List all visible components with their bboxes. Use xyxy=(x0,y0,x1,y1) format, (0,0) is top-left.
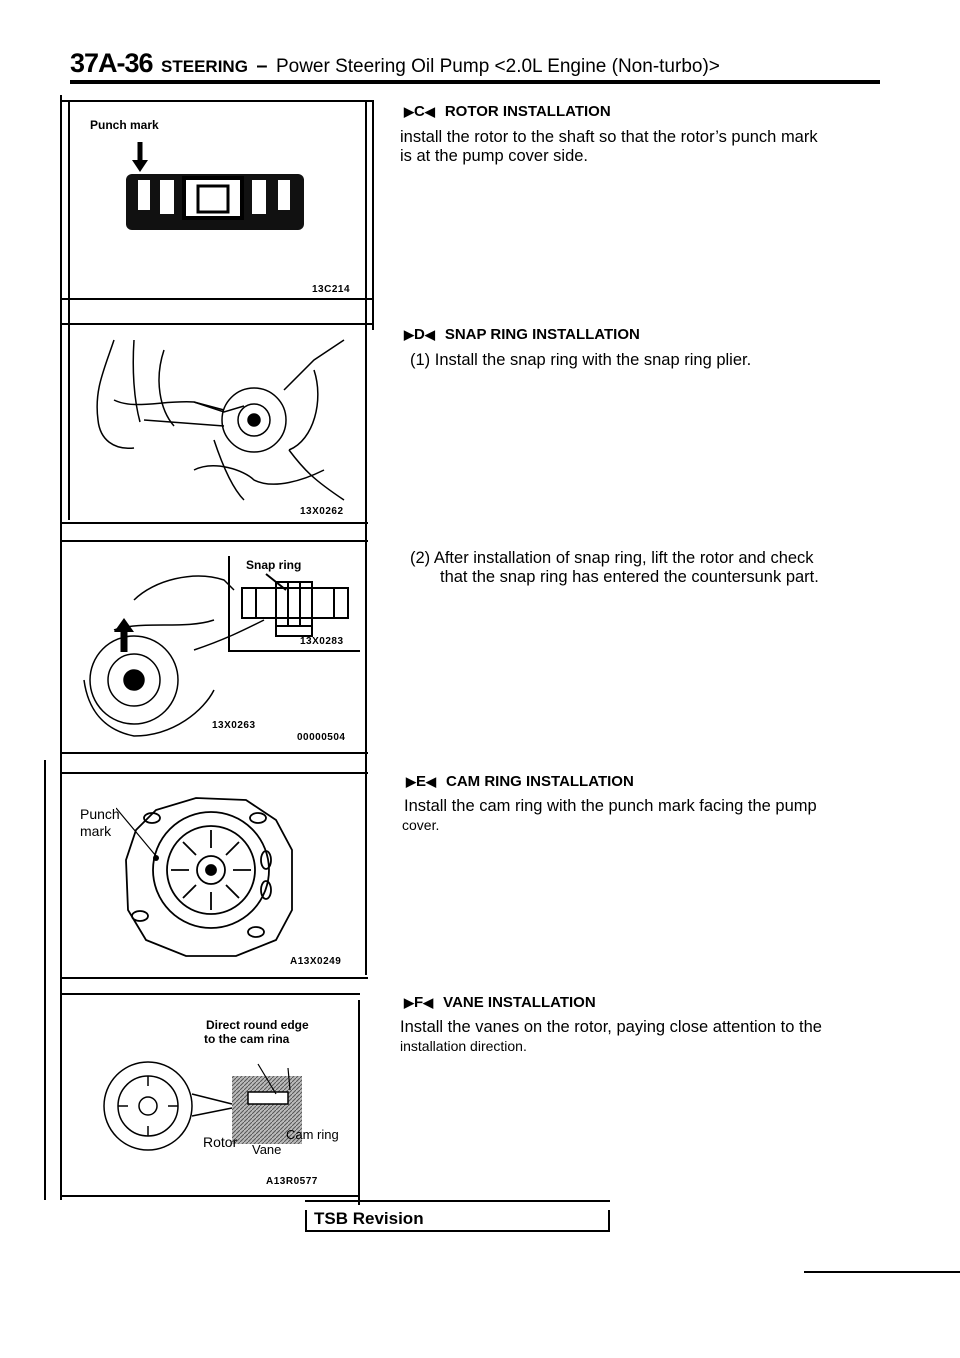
figure-frame-right-3 xyxy=(358,1000,360,1205)
fig2-code: 13X0262 xyxy=(300,506,344,517)
procedure-d-step2: (2) After installation of snap ring, lif… xyxy=(410,549,880,587)
procedure-f-letter: F xyxy=(414,994,424,1011)
rotor-punch-mark-illustration xyxy=(126,142,304,230)
figure-divider-4b xyxy=(60,993,360,995)
procedure-e-line2: cover. xyxy=(402,817,440,833)
fig4-label-line1: Punch xyxy=(80,806,120,822)
figure-frame-left xyxy=(60,95,62,1200)
fig1-label: Punch mark xyxy=(90,118,159,132)
page-code: 37A-36 xyxy=(70,48,154,78)
procedure-d-heading: ▶ D ◀ SNAP RING INSTALLATION xyxy=(404,326,640,343)
cam-ring-pump-illustration xyxy=(116,797,293,957)
cam-ring-callout: Cam ring xyxy=(286,1127,339,1142)
fig4-code: A13X0249 xyxy=(290,956,342,967)
procedure-e-heading: ▶ E ◀ CAM RING INSTALLATION xyxy=(406,773,634,790)
procedure-c-letter: C xyxy=(414,103,425,120)
procedure-f-line2: installation direction. xyxy=(400,1038,527,1054)
procedure-d-letter: D xyxy=(414,326,425,343)
figure-divider-4 xyxy=(60,977,368,979)
vane-direction-illustration xyxy=(103,1061,302,1151)
figure-divider-5 xyxy=(60,1195,360,1197)
figure-frame-right-2 xyxy=(372,100,374,330)
procedure-d-title: SNAP RING INSTALLATION xyxy=(444,326,640,343)
fig3-label: Snap ring xyxy=(246,558,302,572)
figure-divider-3b xyxy=(60,772,368,774)
fig3-inset-border-bottom xyxy=(228,650,360,652)
right-triangle-icon: ▶ xyxy=(404,994,414,1010)
figure-frame-outer-left xyxy=(44,760,46,1200)
page-title: Power Steering Oil Pump <2.0L Engine (No… xyxy=(275,56,720,77)
procedure-e-letter: E xyxy=(416,773,427,790)
right-triangle-icon: ▶ xyxy=(404,103,414,119)
fig3-inset-border-left xyxy=(228,556,230,650)
procedure-e-title: CAM RING INSTALLATION xyxy=(446,773,634,790)
figure-divider-2b xyxy=(60,540,368,542)
procedure-c-title: ROTOR INSTALLATION xyxy=(444,103,611,120)
procedure-d-step1: (1) Install the snap ring with the snap … xyxy=(410,351,752,369)
left-triangle-icon: ◀ xyxy=(424,103,435,119)
footer-rule-top xyxy=(305,1200,610,1202)
procedure-e-line1: Install the cam ring with the punch mark… xyxy=(404,797,817,815)
procedure-d-step2-line2: that the snap ring has entered the count… xyxy=(440,568,819,586)
procedure-c-line1: install the rotor to the shaft so that t… xyxy=(400,128,818,146)
snap-ring-plier-illustration xyxy=(96,339,345,501)
rotor-callout: Rotor xyxy=(203,1134,238,1150)
section-name: STEERING xyxy=(161,57,248,76)
fig5-code: A13R0577 xyxy=(266,1176,318,1187)
fig4-label-line2: mark xyxy=(80,823,112,839)
figure-divider-1b xyxy=(60,323,372,325)
footer-rule-right xyxy=(608,1210,610,1230)
fig4-label: Punch mark xyxy=(80,806,120,840)
figure-frame-right xyxy=(365,100,367,975)
left-triangle-icon: ◀ xyxy=(426,773,437,789)
procedure-f-title: VANE INSTALLATION xyxy=(443,994,596,1011)
figure-divider-1 xyxy=(60,298,372,300)
tsb-revision: TSB Revision xyxy=(314,1209,424,1228)
procedure-c-text: install the rotor to the shaft so that t… xyxy=(400,128,880,166)
fig3-code: 13X0263 xyxy=(212,720,256,731)
snap-ring-inset-illustration xyxy=(241,573,349,637)
fig1-code: 13C214 xyxy=(312,284,351,295)
left-triangle-icon: ◀ xyxy=(423,994,434,1010)
figure-divider-3 xyxy=(60,752,368,754)
header-dash: – xyxy=(256,55,268,77)
procedure-f-line1: Install the vanes on the rotor, paying c… xyxy=(400,1018,822,1036)
figure-divider-0 xyxy=(60,100,372,102)
fig5-label-line1: Direct round edge xyxy=(206,1018,309,1032)
punch-arrow-head xyxy=(132,160,148,172)
pump-rotor-lift-illustration xyxy=(83,575,265,737)
fig3-inset-code: 13X0283 xyxy=(300,636,344,647)
left-triangle-icon: ◀ xyxy=(424,326,435,342)
vane-callout: Vane xyxy=(252,1142,282,1157)
procedure-d-step2-line1: (2) After installation of snap ring, lif… xyxy=(410,549,814,567)
fig5-label-line2: to the cam rina xyxy=(204,1032,290,1046)
figure-divider-2 xyxy=(60,522,368,524)
procedure-f-heading: ▶ F ◀ VANE INSTALLATION xyxy=(404,994,596,1011)
footer-rule-bottom xyxy=(305,1230,610,1232)
figure-frame-inner-left xyxy=(68,100,70,520)
right-triangle-icon: ▶ xyxy=(406,773,416,789)
page-header: 37A-36 STEERING – Power Steering Oil Pum… xyxy=(70,48,720,79)
fig5-label: Direct round edge to the cam rina xyxy=(204,1018,309,1046)
page-corner-rule xyxy=(804,1271,960,1273)
procedure-c-heading: ▶ C ◀ ROTOR INSTALLATION xyxy=(404,103,611,120)
footer-rule-left xyxy=(305,1210,307,1230)
fig3-code2: 00000504 xyxy=(297,732,346,743)
right-triangle-icon: ▶ xyxy=(404,326,414,342)
procedure-c-line2: is at the pump cover side. xyxy=(400,147,589,165)
header-rule xyxy=(70,80,880,84)
